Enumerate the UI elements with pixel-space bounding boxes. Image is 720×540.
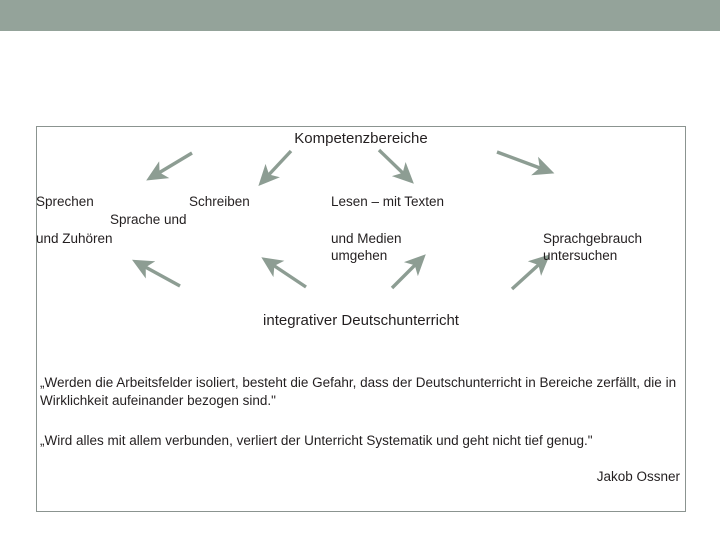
quote-first: „Werden die Arbeitsfelder isoliert, best…: [40, 375, 677, 408]
center-label: integrativer Deutschunterricht: [263, 312, 459, 329]
label-und-zuhoeren: und Zuhören: [36, 231, 113, 246]
label-sprechen: Sprechen: [36, 194, 94, 209]
label-sprachgebrauch: Sprachgebrauch: [543, 231, 643, 246]
quote-second: „Wird alles mit allem verbunden, verlier…: [40, 433, 593, 448]
label-untersuchen: untersuchen: [543, 248, 618, 263]
label-umgehen: umgehen: [331, 248, 388, 263]
content-frame: [36, 126, 686, 512]
label-und-medien: und Medien: [331, 231, 402, 246]
page-title: Kompetenzbereiche: [294, 130, 428, 147]
label-sprache-und: Sprache und: [110, 212, 187, 227]
header-bar: [0, 0, 720, 31]
quote-attribution: Jakob Ossner: [596, 469, 680, 484]
label-lesen-mit-texten: Lesen – mit Texten: [331, 194, 445, 209]
label-schreiben: Schreiben: [189, 194, 250, 209]
